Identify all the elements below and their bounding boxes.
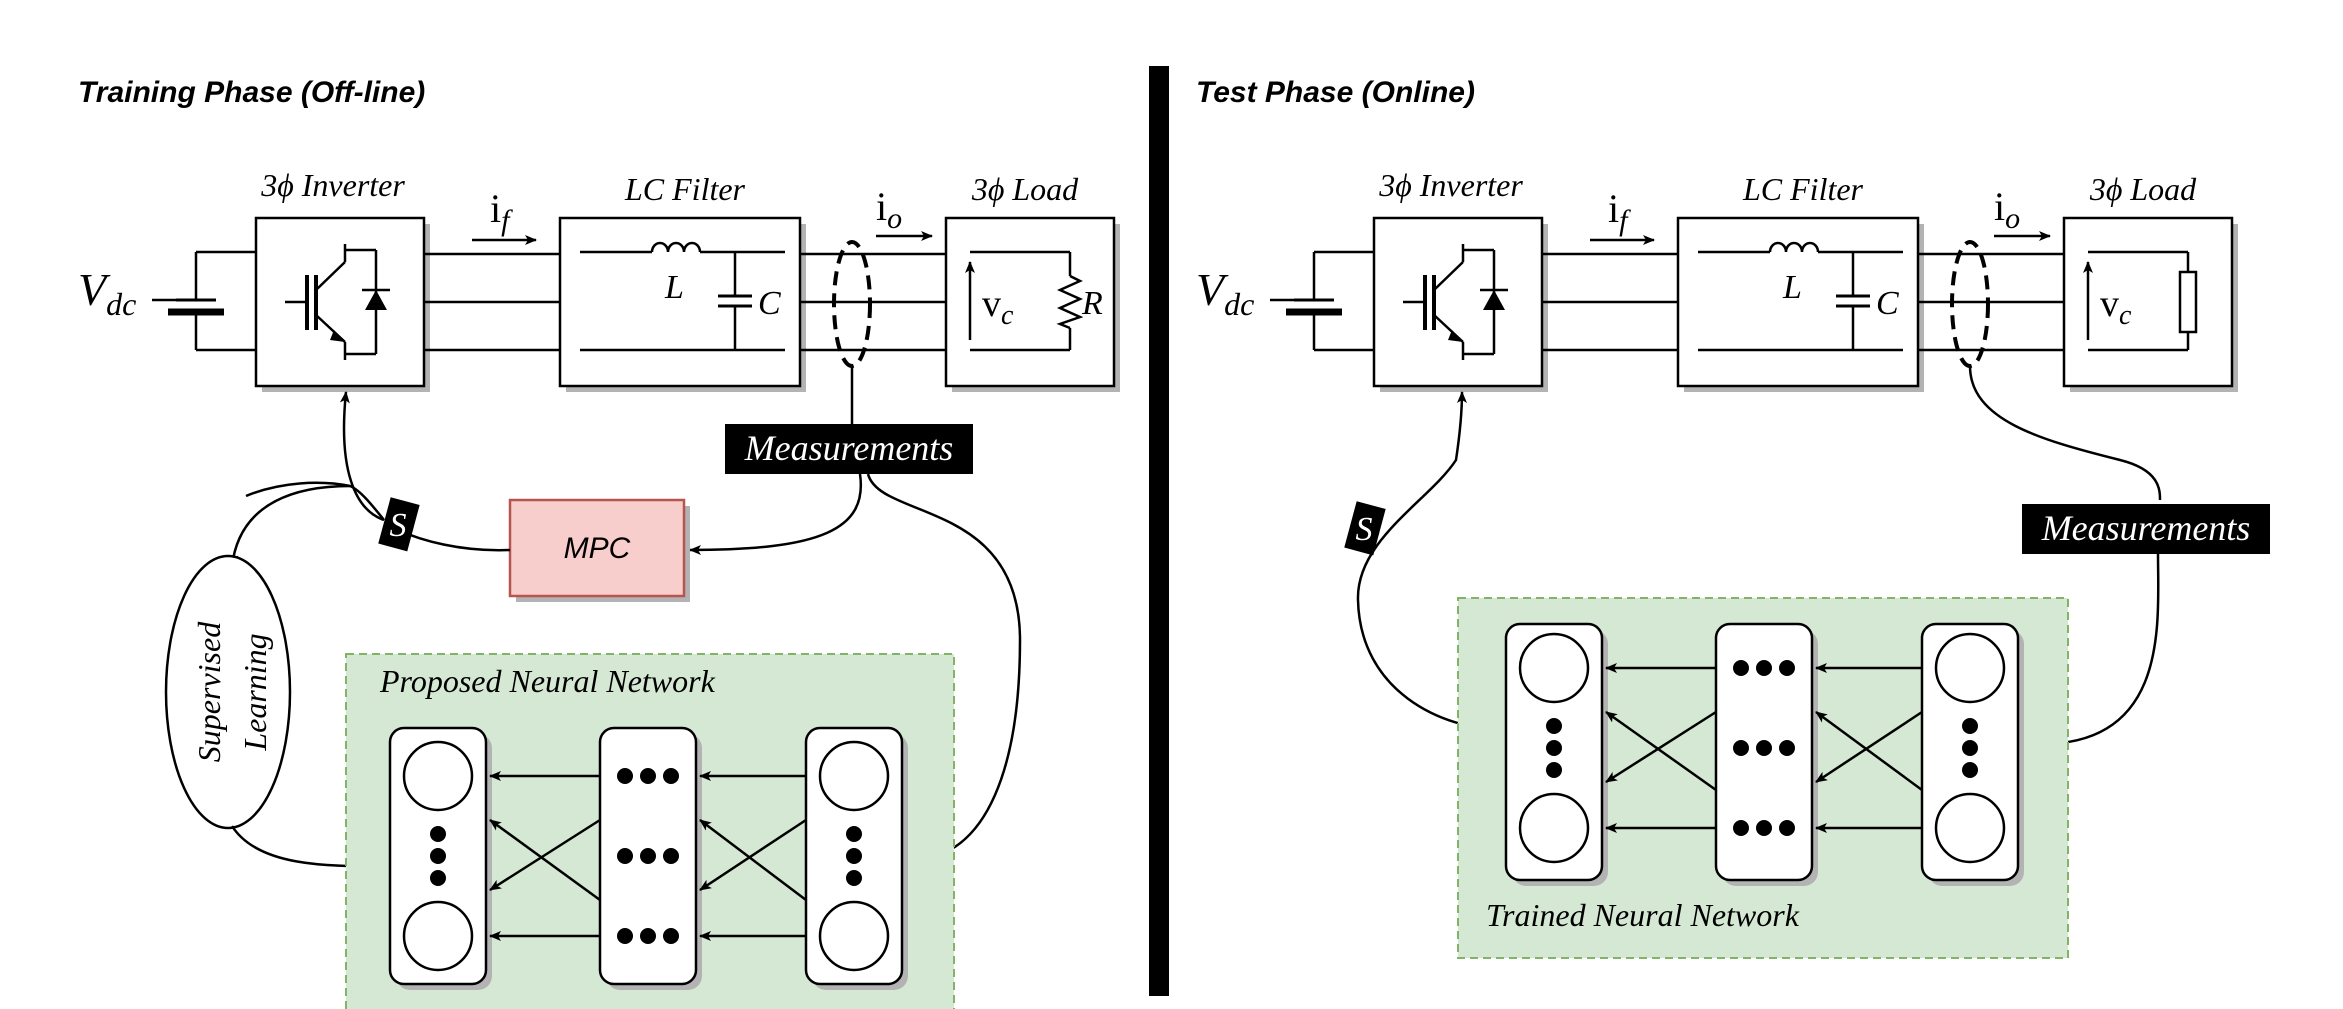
- load-label: 3ϕ Load: [2089, 171, 2197, 207]
- mpc-label: MPC: [564, 532, 631, 565]
- switch-signal-S: S: [390, 507, 407, 544]
- resistor-icon: [1056, 252, 1084, 350]
- capacitor-icon: [718, 252, 752, 350]
- vdc-label: Vdc: [78, 264, 136, 322]
- vc-label: vc: [2100, 283, 2132, 331]
- supervised-learning-ellipse: [164, 554, 292, 830]
- lc-filter-box: [558, 216, 802, 388]
- igbt-icon: [1403, 244, 1508, 360]
- measurements-label: Measurements: [744, 428, 954, 468]
- dc-source: [1270, 250, 1374, 352]
- inductor-L: L: [664, 269, 684, 306]
- measurement-probe: [832, 240, 872, 368]
- trained-nn-title: Trained Neural Network: [1486, 897, 1800, 933]
- lc-filter-box: [1676, 216, 1920, 388]
- panel-divider: [1149, 66, 1169, 996]
- proposed-nn-title: Proposed Neural Network: [379, 663, 716, 699]
- inductor-icon: [1698, 241, 1903, 352]
- lc-filter-label: LC Filter: [1742, 171, 1864, 207]
- switch-signal-S: S: [1356, 511, 1373, 548]
- if-label: if: [490, 186, 513, 237]
- mpc-box: [508, 498, 686, 598]
- measurement-probe: [1950, 240, 1990, 368]
- inverter-box: [1372, 216, 1544, 388]
- inverter-label: 3ϕ Inverter: [260, 167, 405, 203]
- supervised-line2: Learning: [237, 633, 273, 751]
- switch-signal-badge-bg: [378, 497, 420, 552]
- nn-neuron: [402, 740, 474, 812]
- nn-neuron: [818, 900, 890, 972]
- load-label: 3ϕ Load: [971, 171, 1079, 207]
- vc-label: vc: [982, 283, 1014, 331]
- if-label: if: [1608, 186, 1631, 237]
- capacitor-C: C: [758, 285, 781, 322]
- nn-neuron: [1518, 792, 1590, 864]
- measurements-badge-bg: [2022, 504, 2270, 554]
- nn-neuron: [402, 900, 474, 972]
- training-panel: Training Phase (Off-line) Vdc 3ϕ Inverte…: [78, 76, 1120, 1009]
- inverter-box: [254, 216, 426, 388]
- inverter-label: 3ϕ Inverter: [1378, 167, 1523, 203]
- inductor-L: L: [1782, 269, 1802, 306]
- load-box: [944, 216, 1116, 388]
- nn-neuron: [818, 740, 890, 812]
- lc-filter-label: LC Filter: [624, 171, 746, 207]
- measurements-label: Measurements: [2041, 508, 2251, 548]
- training-title: Training Phase (Off-line): [78, 76, 425, 109]
- nn-neuron: [1518, 632, 1590, 704]
- switch-signal-badge-bg: [1344, 501, 1386, 556]
- supervised-line1: Supervised: [191, 621, 227, 762]
- test-panel: Test Phase (Online) Vdc 3ϕ Inverter: [1196, 76, 2270, 959]
- nn-neuron: [1934, 792, 2006, 864]
- vdc-label: Vdc: [1196, 264, 1254, 322]
- load-box: [2062, 216, 2234, 388]
- capacitor-icon: [1836, 252, 1870, 350]
- test-title: Test Phase (Online): [1196, 76, 1475, 109]
- nn-neuron: [1934, 632, 2006, 704]
- measurements-badge-bg: [725, 424, 973, 474]
- dc-source: [152, 250, 256, 352]
- igbt-icon: [285, 244, 390, 360]
- io-label: io: [876, 184, 902, 235]
- io-label: io: [1994, 184, 2020, 235]
- capacitor-C: C: [1876, 285, 1899, 322]
- resistor-R: R: [1081, 285, 1103, 322]
- load-impedance-icon: [2178, 252, 2198, 350]
- inductor-icon: [580, 241, 785, 352]
